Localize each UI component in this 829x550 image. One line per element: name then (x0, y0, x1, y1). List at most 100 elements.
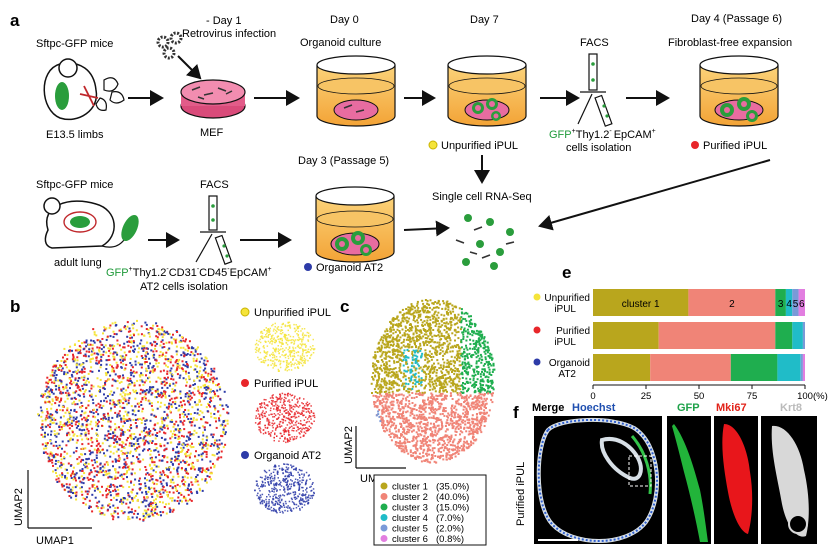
mini-umap-point (282, 468, 285, 471)
umap-b-point (161, 346, 164, 349)
umap-b-point (184, 443, 187, 446)
umap-b-point (117, 402, 120, 405)
umap-c-point (450, 324, 453, 327)
umap-c-point (466, 382, 469, 384)
umap-b-point (113, 356, 116, 359)
umap-b-point (161, 420, 164, 423)
umap-b-point (185, 455, 188, 458)
mini-umap-point (265, 404, 268, 406)
umap-b-point (101, 448, 104, 451)
mini-umap-point (277, 338, 279, 341)
umap-b-point (163, 392, 166, 395)
mini-umap-point (270, 480, 272, 482)
mini-umap-point (259, 428, 262, 430)
mini-umap-point (273, 363, 276, 366)
umap-c-point (407, 419, 410, 422)
umap-b-point (191, 461, 194, 464)
umap-c-point (392, 328, 395, 331)
mini-umap-point (305, 402, 307, 405)
umap-b-point (186, 435, 189, 438)
umap-b-point (99, 490, 102, 493)
umap-b-point (108, 475, 111, 478)
mini-umap-point (272, 423, 275, 425)
umap-b-point (154, 456, 157, 459)
umap-b-point (139, 342, 142, 345)
umap-b-point (185, 378, 187, 381)
mini-umap-point (288, 346, 291, 348)
mini-umap-point (271, 490, 273, 492)
umap-b-point (82, 459, 85, 462)
umap-b-point (189, 434, 192, 437)
umap-c-point (474, 325, 477, 328)
umap-c-point (437, 316, 440, 319)
mini-umap-point (304, 349, 306, 351)
mini-umap-point (305, 416, 307, 418)
umap-b-point (84, 431, 87, 434)
mini-umap-point (280, 329, 282, 331)
umap-b-point (48, 379, 51, 381)
mini-umap-point (263, 345, 265, 347)
mini-umap-point (256, 408, 259, 411)
umap-b-point (149, 473, 152, 476)
mini-umap-point (310, 427, 312, 429)
umap-b-point (145, 367, 148, 370)
umap-b-point (197, 385, 200, 388)
umap-b-point (132, 389, 135, 392)
umap-b-point (116, 476, 119, 479)
umap-c-point (414, 315, 416, 318)
umap-b-point (131, 324, 134, 327)
umap-b-point (169, 509, 172, 511)
umap-b-point (60, 461, 63, 464)
mini-umap-point (259, 498, 261, 501)
umap-b-point (174, 370, 177, 373)
umap-c-point (447, 441, 450, 444)
mini-umap-point (271, 337, 273, 339)
umap-c-point (445, 456, 448, 458)
umap-b-point (156, 495, 159, 498)
umap-b-point (162, 470, 165, 473)
mini-umap-point (293, 494, 295, 496)
umap-b-point (143, 509, 146, 512)
umap-b-point (108, 393, 111, 396)
umap-b-point (105, 400, 108, 403)
umap-c-point (481, 419, 483, 422)
umap-b-point (143, 381, 146, 384)
mini-umap-point (267, 359, 269, 361)
umap-b-point (130, 374, 133, 377)
umap-b-point (66, 397, 69, 400)
umap-b-point (190, 396, 193, 399)
umap-b-point (70, 496, 73, 499)
umap-b-point (209, 388, 212, 391)
mini-umap-point (288, 475, 290, 478)
mini-umap-point (297, 495, 300, 498)
umap-c-point (457, 337, 460, 340)
legend-b-dot-0 (240, 307, 250, 317)
umap-b-point (105, 496, 108, 499)
umap-c-point (392, 353, 394, 356)
umap-c-point (476, 399, 479, 402)
umap-b-point (108, 491, 111, 494)
umap-b-point (176, 373, 179, 376)
umap-b-point (149, 380, 151, 383)
umap-b-point (109, 335, 112, 338)
umap-c-point (401, 359, 403, 362)
umap-b-point (171, 401, 174, 404)
umap-c-point (395, 345, 398, 347)
umap-b-point (198, 400, 201, 403)
umap-b-point (159, 332, 162, 335)
umap-b-point (114, 458, 117, 461)
mini-umap-point (278, 340, 281, 343)
umap-b-point (63, 373, 66, 376)
umap-b-point (201, 446, 204, 449)
umap-b-point (107, 476, 110, 479)
umap-c-point (405, 338, 408, 341)
mini-umap-point (299, 433, 301, 435)
umap-b-point (101, 424, 103, 427)
umap-b-point (75, 421, 78, 423)
umap-b-point (91, 370, 94, 373)
umap-b-point (151, 459, 154, 462)
umap-b-point (81, 443, 84, 446)
mini-umap-point (286, 493, 289, 495)
umap-b-point (46, 396, 49, 399)
umap-b-point (204, 378, 207, 381)
